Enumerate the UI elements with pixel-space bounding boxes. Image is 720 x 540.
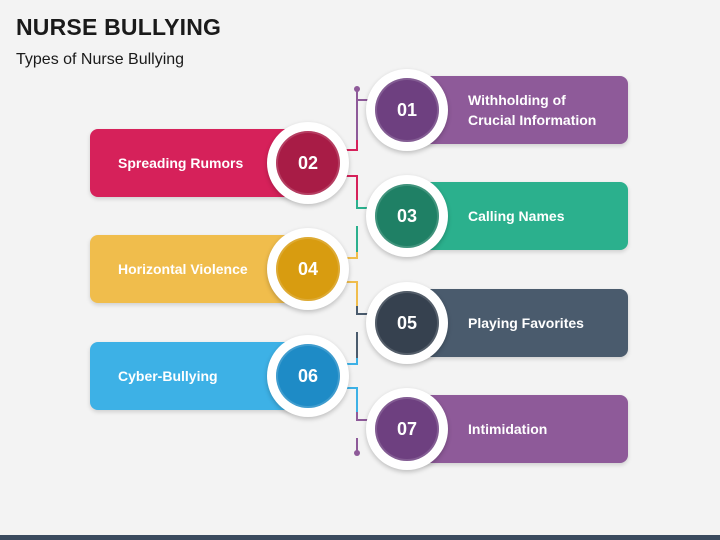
item-03-number: 03: [375, 184, 439, 248]
connector-segment-06: [343, 358, 358, 365]
item-07-badge: 07: [366, 388, 448, 470]
connector-segment-02-down: [343, 175, 358, 200]
item-04-number: 04: [276, 237, 340, 301]
item-02-number: 02: [276, 131, 340, 195]
item-06-label: Cyber-Bullying: [118, 368, 218, 384]
item-02-label: Spreading Rumors: [118, 155, 244, 171]
item-04-label: Horizontal Violence: [118, 261, 248, 277]
item-03-badge: 03: [366, 175, 448, 257]
item-03-label: Calling Names: [468, 208, 565, 224]
item-01-label: Withholding of Crucial Information: [468, 92, 597, 128]
item-06-badge: 06: [267, 335, 349, 417]
item-01-card: Withholding of Crucial Information: [410, 76, 628, 144]
item-05-badge: 05: [366, 282, 448, 364]
connector-segment-04-down: [343, 281, 358, 306]
item-04-badge: 04: [267, 228, 349, 310]
item-05-number: 05: [375, 291, 439, 355]
connector-end-dot: [354, 450, 360, 456]
item-07-number: 07: [375, 397, 439, 461]
connector-segment-02: [343, 140, 358, 151]
item-06-number: 06: [276, 344, 340, 408]
page-subtitle: Types of Nurse Bullying: [16, 51, 185, 68]
item-02-badge: 02: [267, 122, 349, 204]
connector-start-dot: [354, 86, 360, 92]
item-07-label: Intimidation: [468, 421, 548, 437]
connector-segment-06-down: [343, 387, 358, 412]
item-01-number: 01: [375, 78, 439, 142]
item-01-badge: 01: [366, 69, 448, 151]
bottom-bar: [0, 535, 720, 540]
item-05-label: Playing Favorites: [468, 315, 584, 331]
page-title: NURSE BULLYING: [16, 14, 222, 40]
